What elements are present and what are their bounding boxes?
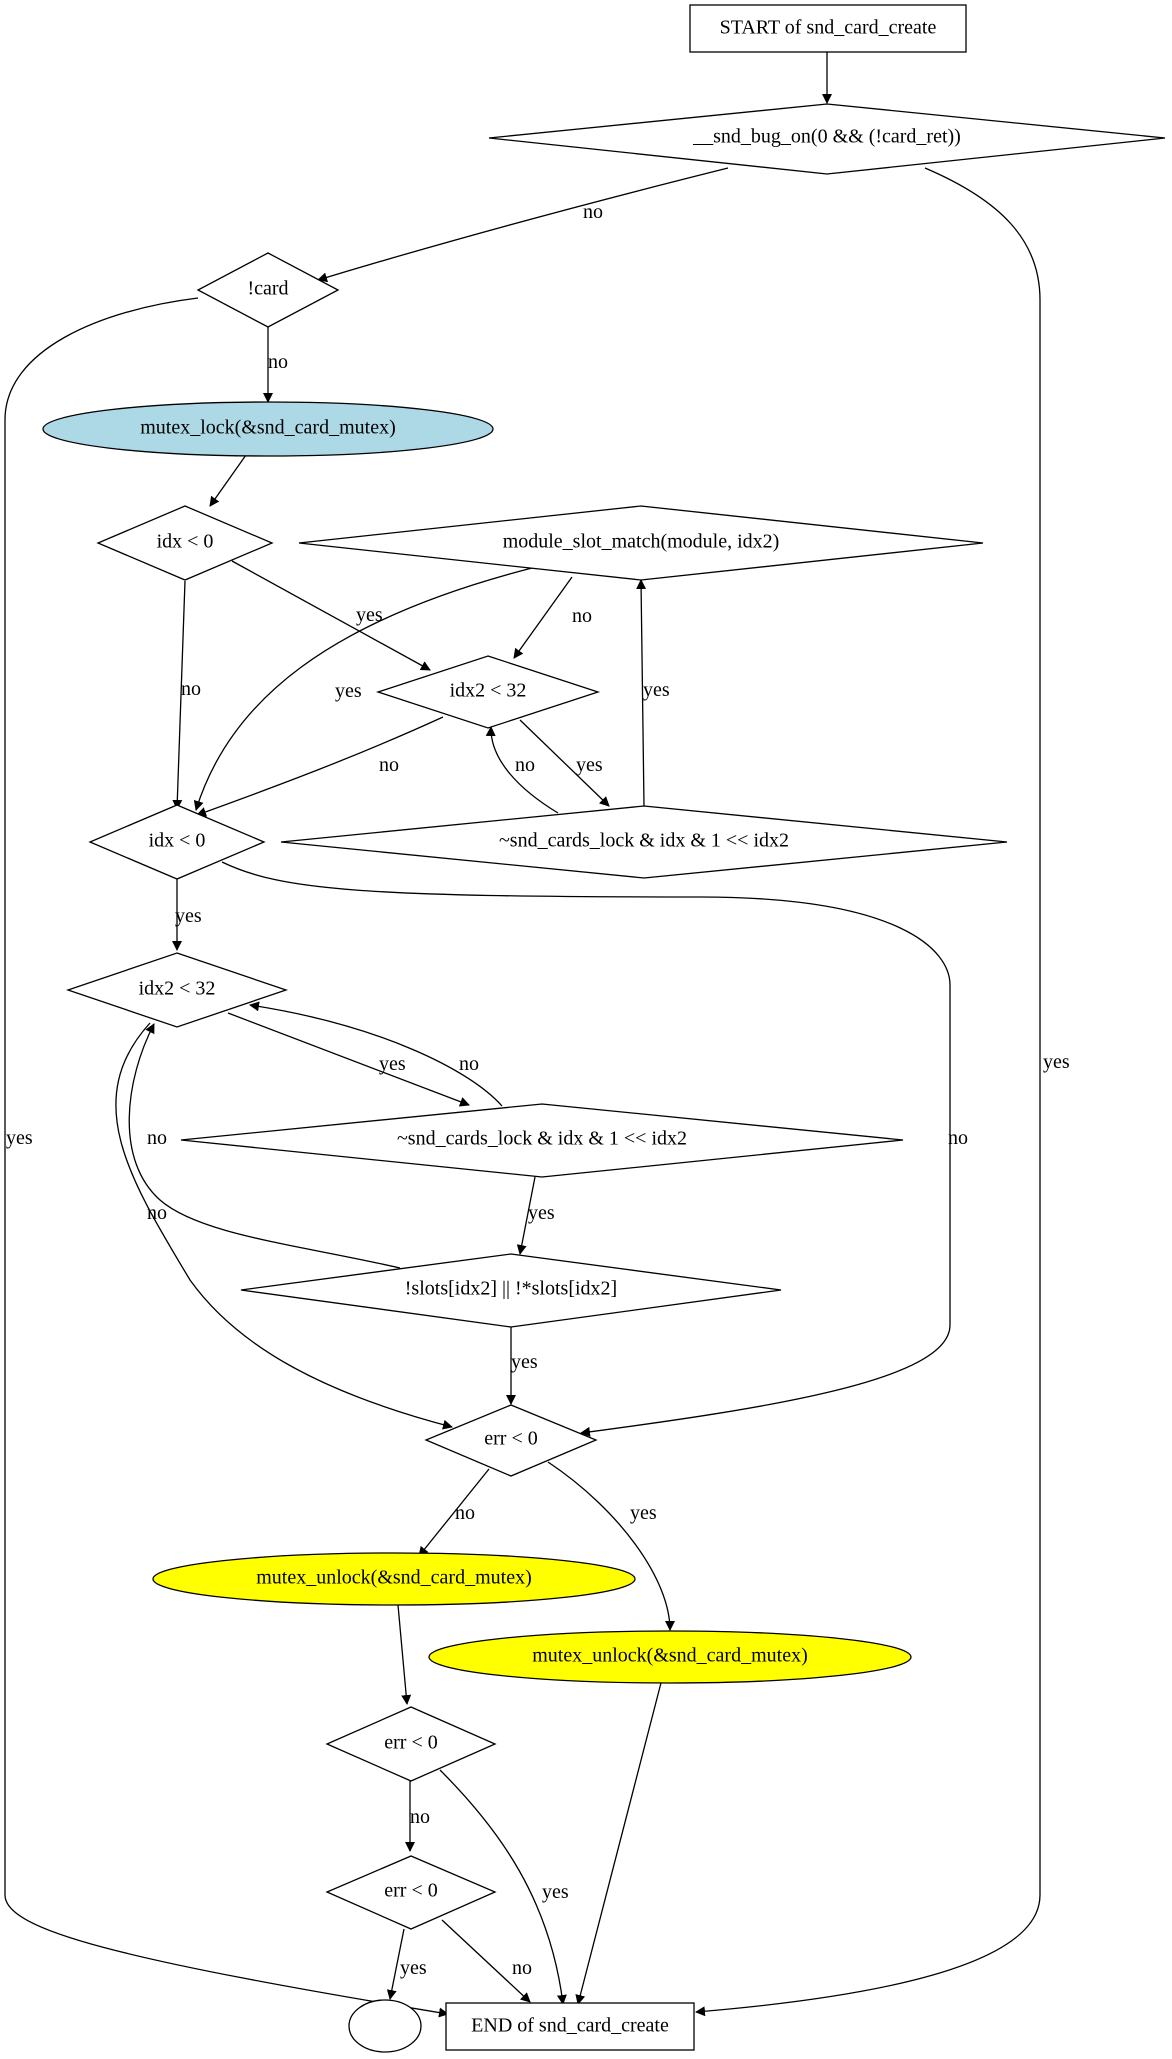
edge-label-idx2a-yes: yes (576, 754, 603, 776)
idx2-lt32-label-b: idx2 < 32 (139, 978, 216, 1000)
edge-bugon-notcard (317, 167, 729, 283)
start-label: START of snd_card_create (720, 17, 937, 39)
edge-idx2a-lockA (519, 719, 610, 807)
edge-label-notcard-no: no (268, 351, 288, 373)
edge-label-idx2a-no: no (379, 754, 399, 776)
edge-label-lockb-yes: yes (528, 1202, 555, 1224)
edge-module-idxb (193, 567, 533, 811)
edge-unlockb-end (575, 1678, 663, 2005)
edge-label-errb-no: no (410, 1806, 430, 1828)
edge-slots-idx2b (128, 1023, 401, 1269)
edge-label-bugon-no: no (583, 201, 603, 223)
idx-lt0-decision-a: idx < 0 (96, 505, 274, 581)
bug-on-decision: __snd_bug_on(0 && (!card_ret)) (488, 103, 1166, 175)
edge-idxa-idxb (172, 580, 186, 810)
mutex-unlock-ellipse-a (152, 1552, 636, 1606)
not-card-decision: !card (196, 252, 340, 328)
edge-errc-end (441, 1919, 531, 2003)
mutex-unlock-label-b: mutex_unlock(&snd_card_mutex) (532, 1645, 808, 1667)
edge-label-erra-no: no (455, 1502, 475, 1524)
edge-mutexlock-idxa (209, 454, 247, 507)
err-lt0-decision-c: err < 0 (325, 1855, 497, 1930)
edge-lockA-idx2a (485, 726, 559, 814)
module-slot-match-label: module_slot_match(module, idx2) (503, 531, 780, 553)
edge-label-bugon-yes: yes (1043, 1051, 1070, 1073)
mutex-unlock-node-b: mutex_unlock(&snd_card_mutex) (428, 1630, 912, 1684)
edge-label-notcard-yes: yes (6, 1127, 33, 1149)
end-node: END of snd_card_create (445, 2002, 695, 2051)
mutex-lock-label: mutex_lock(&snd_card_mutex) (140, 417, 396, 439)
edge-unlocka-errb (397, 1604, 412, 1705)
edge-label-errc-no: no (512, 1957, 532, 1979)
edge-label-module-no: no (572, 605, 592, 627)
edge-module-idx2a (513, 576, 573, 659)
cards-lock-label-b: ~snd_cards_lock & idx & 1 << idx2 (397, 1128, 687, 1150)
not-card-label: !card (247, 278, 288, 300)
end-label: END of snd_card_create (471, 2015, 669, 2037)
err-lt0-decision-a: err < 0 (424, 1404, 598, 1477)
edge-label-module-yes: yes (335, 680, 362, 702)
edge-lockA-module (636, 579, 647, 807)
cards-lock-decision-a: ~snd_cards_lock & idx & 1 << idx2 (280, 805, 1008, 879)
edge-errb-end (439, 1769, 567, 2005)
edge-idx2a-idxb (196, 716, 444, 817)
edge-label-slots-yes: yes (511, 1351, 538, 1373)
edge-label-locka-no: no (515, 754, 535, 776)
idx-lt0-label-a: idx < 0 (157, 531, 214, 553)
idx2-lt32-label-a: idx2 < 32 (450, 680, 527, 702)
err-lt0-label-c: err < 0 (384, 1880, 437, 1902)
edge-erra-unlocka (418, 1468, 490, 1557)
edge-erra-unlockb (547, 1461, 675, 1631)
edge-labels: no yes no yes yes no no yes no yes no ye… (6, 201, 1070, 1979)
edge-label-idxa-yes: yes (356, 604, 383, 626)
edge-label-locka-yes: yes (643, 679, 670, 701)
edge-idxb-erra (221, 861, 951, 1437)
edge-label-idx2b-no: no (147, 1202, 167, 1224)
edge-bugon-end (695, 167, 1041, 2017)
idx-lt0-decision-b: idx < 0 (88, 804, 266, 880)
cards-lock-decision-b: ~snd_cards_lock & idx & 1 << idx2 (180, 1103, 904, 1178)
edge-label-idxb-yes: yes (175, 905, 202, 927)
nodes: START of snd_card_create __snd_bug_on(0 … (42, 4, 1166, 2053)
edge-label-errc-yes: yes (400, 1957, 427, 1979)
idx-lt0-label-b: idx < 0 (149, 830, 206, 852)
idx2-lt32-decision-b: idx2 < 32 (65, 952, 289, 1028)
edge-notcard-end (4, 297, 449, 2018)
start-node: START of snd_card_create (689, 4, 967, 53)
err-lt0-label-a: err < 0 (484, 1428, 537, 1450)
edge-idx2b-lockB (227, 1012, 470, 1107)
edge-label-slots-no: no (147, 1127, 167, 1149)
edge-errc-empty (386, 1928, 405, 2000)
mutex-unlock-label-a: mutex_unlock(&snd_card_mutex) (256, 1567, 532, 1589)
edge-label-errb-yes: yes (542, 1881, 569, 1903)
cards-lock-label-a: ~snd_cards_lock & idx & 1 << idx2 (499, 830, 789, 852)
edge-label-idxb-no: no (948, 1127, 968, 1149)
mutex-lock-ellipse (42, 401, 494, 457)
mutex-unlock-ellipse-b (428, 1630, 912, 1684)
mutex-unlock-node-a: mutex_unlock(&snd_card_mutex) (152, 1552, 636, 1606)
module-slot-match-decision: module_slot_match(module, idx2) (298, 505, 984, 581)
edge-label-lockb-no-back: no (459, 1053, 479, 1075)
edge-lockB-slots (516, 1176, 536, 1255)
edge-label-erra-yes: yes (630, 1502, 657, 1524)
idx2-lt32-decision-a: idx2 < 32 (375, 655, 601, 729)
edge-lockB-idx2b (249, 1001, 503, 1107)
bug-on-label: __snd_bug_on(0 && (!card_ret)) (692, 126, 961, 148)
slots-decision: !slots[idx2] || !*slots[idx2] (240, 1253, 782, 1328)
mutex-lock-node: mutex_lock(&snd_card_mutex) (42, 401, 494, 457)
edge-idx2b-erra (115, 1022, 453, 1430)
empty-terminal-node (348, 1999, 422, 2053)
edge-label-idxa-no: no (181, 678, 201, 700)
err-lt0-decision-b: err < 0 (325, 1706, 497, 1782)
edge-label-idx2b-yes: yes (379, 1053, 406, 1075)
edge-idxa-idx2a (231, 560, 431, 671)
err-lt0-label-b: err < 0 (384, 1732, 437, 1754)
slots-label: !slots[idx2] || !*slots[idx2] (405, 1278, 617, 1300)
edges (4, 52, 1041, 2018)
